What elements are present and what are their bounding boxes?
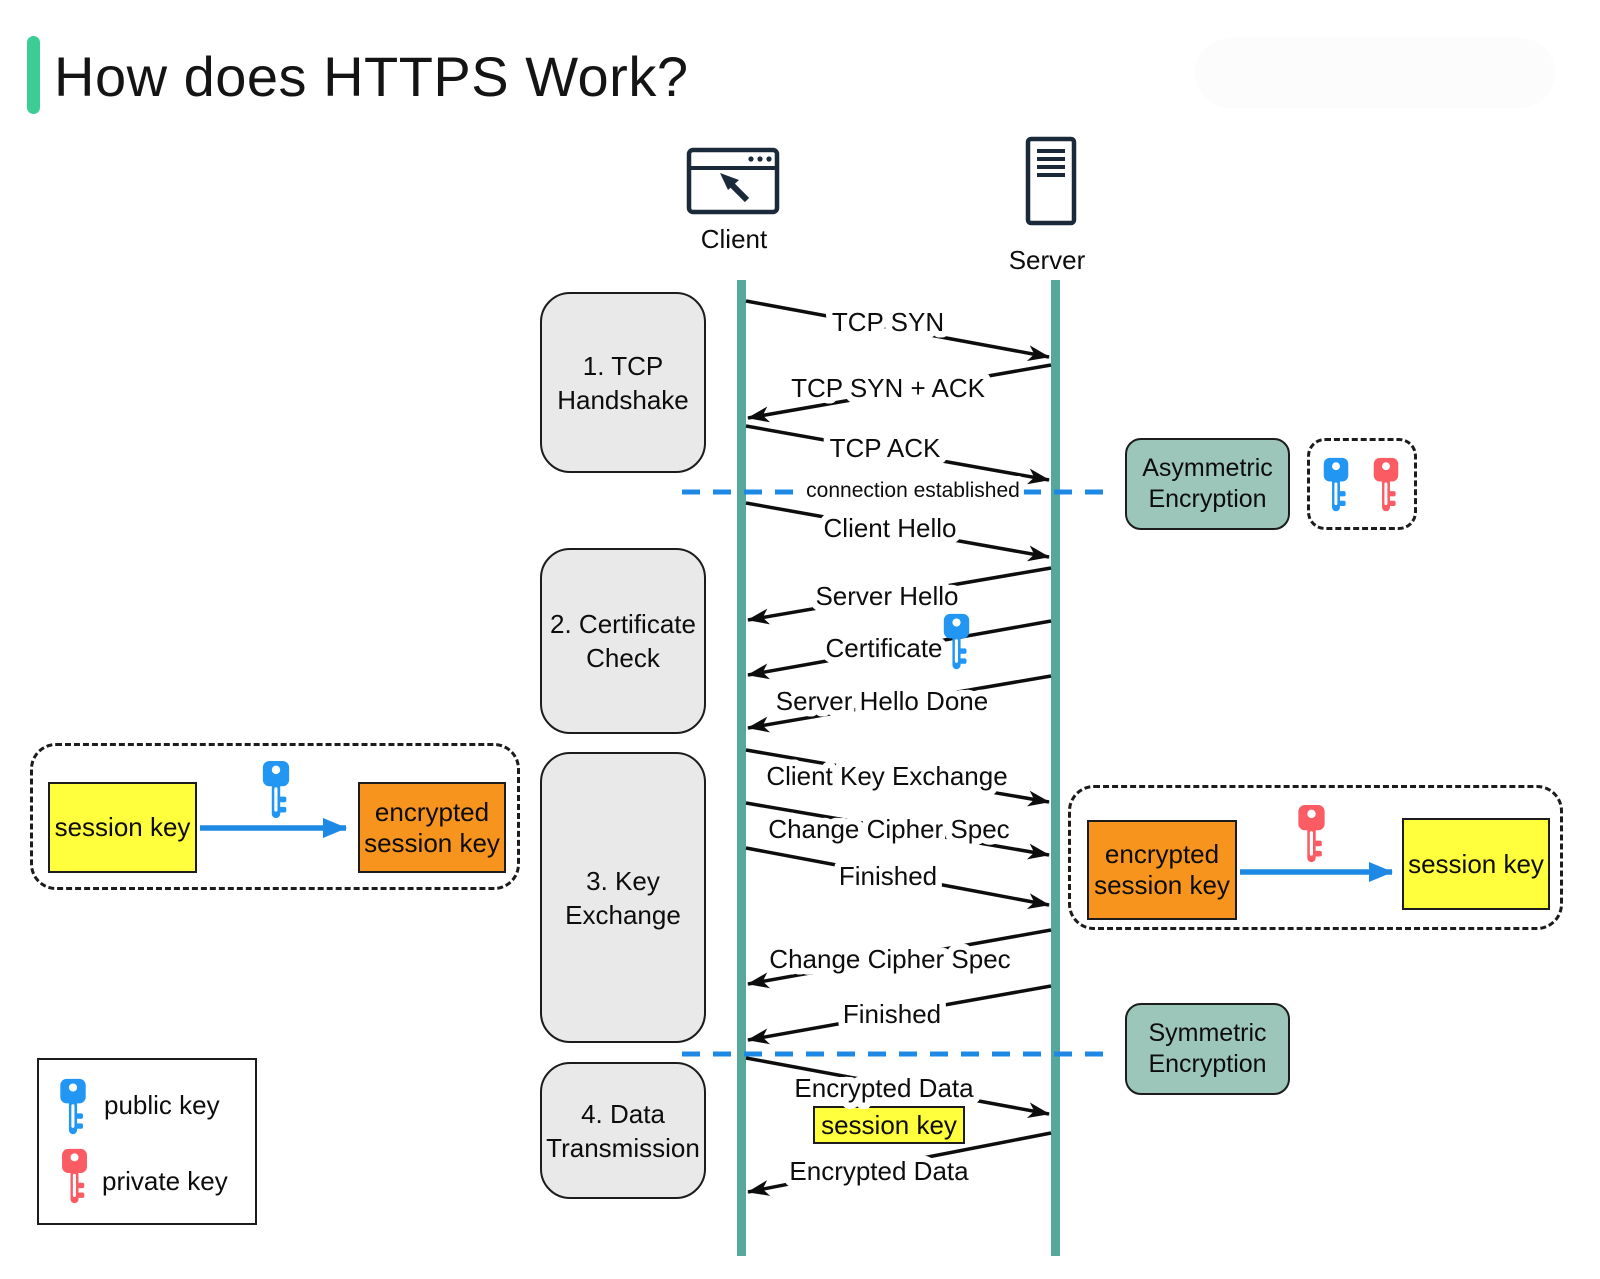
symmetric-line: Symmetric bbox=[1148, 1019, 1267, 1047]
client-encrypt-panel bbox=[30, 743, 520, 890]
phase-label-line: Transmission bbox=[546, 1132, 700, 1163]
session-key-label: session key bbox=[54, 812, 191, 842]
message-label: Server Hello Done bbox=[776, 686, 988, 716]
encrypted-session-key-line: encrypted bbox=[374, 796, 490, 827]
page-title: How does HTTPS Work? bbox=[54, 44, 689, 108]
message-label: Finished bbox=[843, 999, 941, 1029]
server-label: Server bbox=[1008, 245, 1086, 275]
message-line-finished-c2s bbox=[745, 846, 1050, 909]
message-label: TCP SYN + ACK bbox=[791, 373, 986, 403]
server-icon bbox=[1025, 136, 1077, 226]
server-lifeline bbox=[1051, 280, 1060, 1256]
watermark-blob bbox=[1195, 38, 1555, 108]
message-label: TCP SYN bbox=[832, 307, 944, 337]
asymmetric-encryption-box: Asymmetric Encryption bbox=[1125, 438, 1290, 530]
message-line-server-hello-done bbox=[747, 674, 1052, 733]
message-line-finished-s2c bbox=[747, 984, 1052, 1045]
session-key-box: session key bbox=[48, 782, 197, 873]
message-label: Client Key Exchange bbox=[766, 761, 1007, 791]
session-key-label: session key bbox=[1408, 848, 1544, 879]
message-line-tcp-syn bbox=[745, 299, 1050, 362]
message-line-tcp-syn-ack bbox=[747, 363, 1052, 423]
message-label: Finished bbox=[839, 861, 937, 891]
asymmetric-line: Asymmetric bbox=[1142, 454, 1273, 482]
checkpoint-label: connection established bbox=[806, 479, 1020, 502]
message-label: Certificate bbox=[825, 633, 942, 663]
symmetric-encryption-box: Symmetric Encryption bbox=[1125, 1003, 1290, 1095]
message-line-client-hello bbox=[745, 501, 1050, 562]
message-label: Change Cipher Spec bbox=[768, 814, 1009, 844]
session-key-label: session key bbox=[821, 1109, 957, 1140]
title-accent-bar bbox=[27, 36, 40, 114]
asymmetric-line: Encryption bbox=[1148, 485, 1267, 513]
message-line-certificate bbox=[747, 619, 1052, 680]
message-line-change-cipher-spec-c2s bbox=[745, 801, 1050, 860]
message-line-client-key-exchange bbox=[745, 748, 1050, 807]
phase-box-certificate-check: 2. Certificate Check bbox=[540, 548, 706, 734]
message-label: Client Hello bbox=[824, 513, 957, 543]
phase-box-tcp-handshake: 1. TCP Handshake bbox=[540, 292, 706, 473]
phase-label-line: Handshake bbox=[557, 384, 689, 415]
phase-label-line: Check bbox=[586, 643, 660, 673]
encrypted-session-key-box: encrypted session key bbox=[1087, 820, 1237, 920]
phase-label-line: 4. Data bbox=[581, 1098, 665, 1129]
client-icon bbox=[686, 147, 780, 215]
phase-box-key-exchange: 3. Key Exchange bbox=[540, 752, 706, 1043]
session-key-highlight: session key bbox=[813, 1106, 965, 1144]
phase-label-line: Exchange bbox=[565, 899, 681, 930]
encrypted-session-key-line: session key bbox=[1094, 870, 1230, 900]
phase-label-line: 3. Key bbox=[586, 865, 660, 896]
client-label: Client bbox=[700, 224, 768, 254]
phase-box-data-transmission: 4. Data Transmission bbox=[540, 1062, 706, 1199]
cursor-icon bbox=[720, 173, 750, 203]
legend-public-key-label: public key bbox=[104, 1090, 220, 1120]
message-label: Server Hello bbox=[815, 581, 958, 611]
message-line-tcp-ack bbox=[745, 424, 1050, 485]
legend-box bbox=[37, 1058, 257, 1225]
encrypted-session-key-line: session key bbox=[364, 827, 500, 858]
session-key-box: session key bbox=[1402, 818, 1550, 910]
symmetric-line: Encryption bbox=[1148, 1050, 1267, 1078]
message-line-server-hello bbox=[747, 566, 1052, 625]
client-lifeline bbox=[737, 280, 746, 1256]
legend-private-key-label: private key bbox=[102, 1166, 228, 1196]
message-label: Change Cipher Spec bbox=[769, 944, 1010, 974]
message-label: Encrypted Data bbox=[794, 1073, 974, 1103]
encrypted-session-key-line: encrypted bbox=[1104, 839, 1220, 869]
message-line-change-cipher-spec-s2c bbox=[747, 928, 1052, 989]
encrypted-session-key-box: encrypted session key bbox=[358, 782, 506, 873]
server-decrypt-panel bbox=[1068, 785, 1563, 930]
phase-label-line: 1. TCP bbox=[582, 350, 664, 381]
public-key-icon bbox=[943, 613, 970, 670]
message-label: Encrypted Data bbox=[789, 1156, 969, 1186]
key-pair-box bbox=[1307, 438, 1417, 530]
message-label: TCP ACK bbox=[830, 433, 941, 463]
phase-label-line: 2. Certificate bbox=[550, 609, 696, 639]
